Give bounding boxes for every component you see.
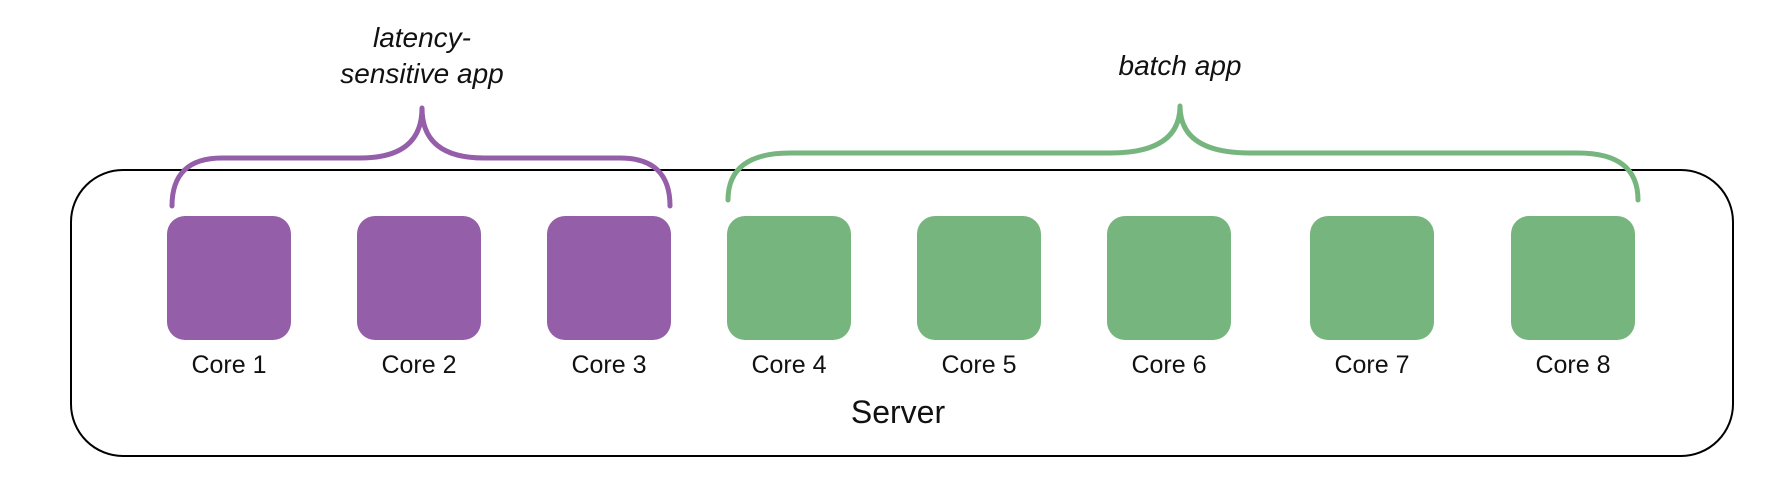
core-box-3 — [547, 216, 671, 340]
core-box-5 — [917, 216, 1041, 340]
core-box-6 — [1107, 216, 1231, 340]
core-label-2: Core 2 — [381, 351, 457, 379]
server-label: Server — [850, 394, 946, 430]
batch-app-brace — [725, 103, 1641, 203]
latency-app-label-text: latency-sensitive app — [340, 22, 504, 89]
core-box-7 — [1310, 216, 1434, 340]
core-label-8: Core 8 — [1535, 351, 1611, 379]
core-label-3: Core 3 — [571, 351, 647, 379]
core-label-5: Core 5 — [941, 351, 1017, 379]
core-box-4 — [727, 216, 851, 340]
core-label-4: Core 4 — [751, 351, 827, 379]
batch-app-label: batch app — [1118, 50, 1242, 81]
core-label-1: Core 1 — [191, 351, 267, 379]
core-box-1 — [167, 216, 291, 340]
latency-app-label: latency-sensitive app — [252, 20, 592, 92]
core-label-7: Core 7 — [1334, 351, 1410, 379]
server-box — [70, 169, 1734, 457]
latency-app-brace — [169, 105, 673, 209]
core-box-8 — [1511, 216, 1635, 340]
core-label-6: Core 6 — [1131, 351, 1207, 379]
core-box-2 — [357, 216, 481, 340]
